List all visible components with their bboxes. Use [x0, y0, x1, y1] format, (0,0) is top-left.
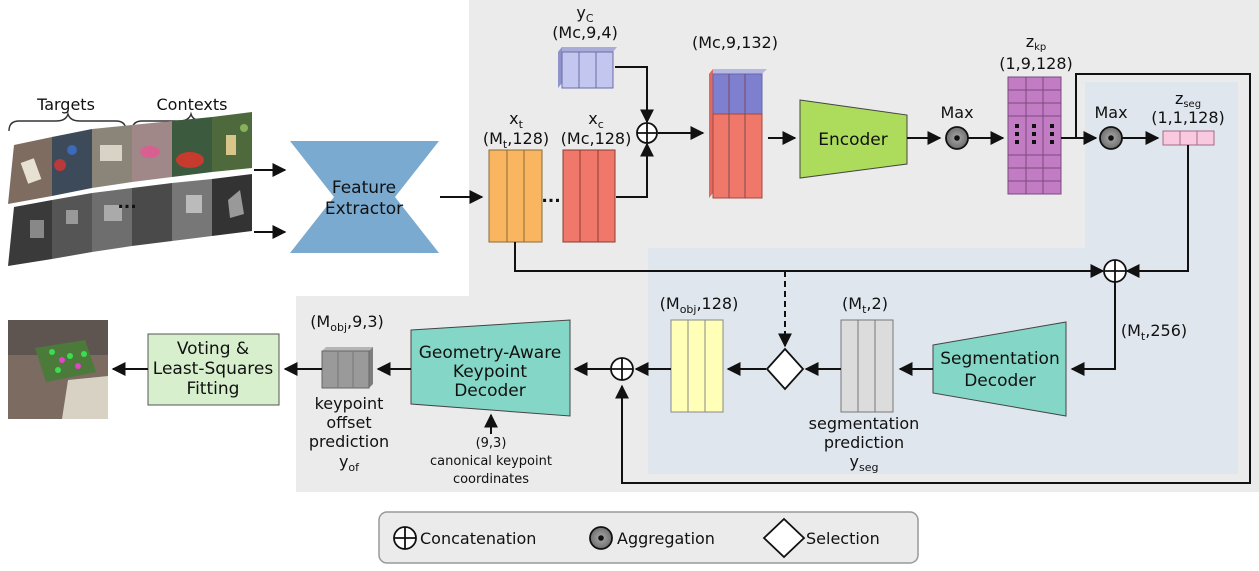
- aggregation-symbol-1: [945, 126, 969, 150]
- xc-shape: (Mc,128): [561, 129, 632, 148]
- mobj128-shape: (Mobj,128): [660, 294, 739, 316]
- kp-decoder-label-2: Keypoint: [453, 362, 528, 382]
- concat-feature-tensor: [709, 69, 767, 199]
- mt256-shape: (Mt,256): [1121, 321, 1187, 343]
- yc-shape: (Mc,9,4): [552, 23, 618, 42]
- segmentation-decoder-label-2: Decoder: [964, 371, 1036, 391]
- seg-pred-label-2: prediction: [824, 433, 904, 452]
- yc-to-concat-arrow: [615, 66, 654, 124]
- legend-concat-label: Concatenation: [420, 529, 536, 548]
- feature-extractor-block: [290, 141, 439, 253]
- zkp-label: zkp: [1026, 32, 1047, 53]
- voting-label-1: Voting &: [177, 339, 249, 359]
- xc-tensor: [562, 149, 616, 243]
- legend-aggregation-label: Aggregation: [617, 529, 715, 548]
- rgb-images: [8, 112, 252, 204]
- zseg-to-concat-arrow: [1125, 145, 1189, 278]
- encoder-label: Encoder: [818, 130, 888, 150]
- yc-tensor: [558, 47, 617, 89]
- mobj-tensor: [670, 319, 724, 413]
- images-ellipsis: ...: [117, 193, 136, 213]
- kp-decoder-label-3: Decoder: [454, 381, 526, 401]
- max-label-1: Max: [940, 103, 973, 122]
- canonical-label-3: coordinates: [453, 472, 529, 487]
- kp-pred-label-3: prediction: [309, 432, 389, 451]
- mobj93-shape: (Mobj,9,3): [310, 312, 384, 334]
- zseg-label: zseg: [1175, 89, 1201, 110]
- seg-pred-label-1: segmentation: [809, 414, 920, 433]
- kp-pred-label-2: offset: [326, 413, 371, 432]
- kp-pred-label-1: keypoint: [315, 394, 384, 413]
- contexts-label: Contexts: [156, 95, 227, 114]
- legend-selection-label: Selection: [806, 529, 880, 548]
- tensor-ellipsis: ...: [541, 187, 560, 207]
- aggregation-symbol-2: [1099, 126, 1123, 150]
- concat-to-segdecoder-arrow: [1070, 282, 1116, 376]
- segmentation-decoder-block: [932, 321, 1067, 417]
- zkp-tensor: [1007, 76, 1062, 195]
- xt-to-concat-arrow: [514, 242, 1105, 278]
- xt-label: xt: [509, 109, 523, 131]
- xt-shape: (Mt,128): [483, 129, 549, 151]
- feature-extractor-label-2: Extractor: [325, 199, 403, 219]
- legend-concat-icon: [393, 526, 417, 550]
- xc-label: xc: [588, 109, 604, 131]
- concat-symbol-3: [610, 357, 634, 381]
- offset-tensor: [321, 347, 373, 389]
- output-image: [8, 320, 108, 419]
- zseg-shape: (1,1,128): [1151, 108, 1225, 127]
- canonical-label-2: canonical keypoint: [430, 454, 552, 469]
- yof-label: yof: [339, 452, 360, 474]
- xt-tensor: [488, 149, 543, 243]
- keypoint-decoder-block: [410, 319, 571, 417]
- legend-selection-icon: [762, 517, 806, 559]
- voting-block: [147, 333, 280, 406]
- xc-to-concat-arrow: [616, 142, 654, 198]
- zseg-tensor: [1162, 130, 1215, 146]
- concat-symbol-1: [636, 122, 658, 144]
- concat-symbol-2: [1103, 259, 1127, 283]
- max-label-2: Max: [1094, 103, 1127, 122]
- zkp-skip-arrow: [615, 73, 1251, 484]
- kp-decoder-label-1: Geometry-Aware: [419, 343, 562, 363]
- voting-label-2: Least-Squares: [153, 359, 274, 379]
- segmentation-tensor: [840, 319, 894, 413]
- encoder-block: [799, 99, 908, 179]
- depth-images: [8, 174, 252, 266]
- feature-extractor-label-1: Feature: [332, 178, 396, 198]
- voting-label-3: Fitting: [187, 379, 240, 399]
- canonical-label-1: (9,3): [476, 436, 507, 451]
- segmentation-decoder-label-1: Segmentation: [940, 349, 1059, 369]
- targets-brace: [8, 111, 127, 132]
- legend-aggregation-icon: [589, 526, 613, 550]
- concat-feature-shape: (Mc,9,132): [692, 33, 778, 52]
- zkp-shape: (1,9,128): [999, 54, 1073, 73]
- yseg-label: yseg: [850, 452, 879, 474]
- mt2-shape: (Mt,2): [842, 294, 888, 316]
- yc-label: yC: [576, 3, 593, 25]
- targets-label: Targets: [36, 95, 95, 114]
- selection-symbol: [765, 347, 805, 391]
